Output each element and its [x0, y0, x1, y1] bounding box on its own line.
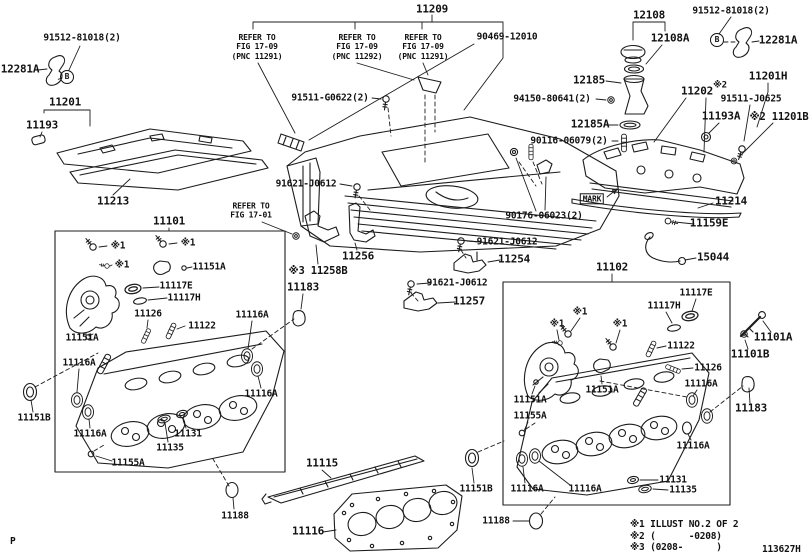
part-label-90469-12010: 90469-12010	[476, 31, 538, 43]
part-label-91512-81018-2: 91512-81018(2)	[692, 5, 770, 17]
part-label-11151a: 11151A	[585, 384, 619, 396]
part-label-11116: 11116	[291, 524, 325, 538]
center-brackets-art	[261, 202, 501, 327]
part-label-11101: 11101	[152, 214, 186, 228]
part-label-11126: 11126	[134, 308, 162, 320]
part-label-11126: 11126	[694, 362, 722, 374]
part-label-1: ※1	[110, 240, 126, 252]
part-label-11117e: 11117E	[679, 287, 713, 299]
part-label-11151a: 11151A	[65, 332, 99, 344]
part-label-1: ※1	[572, 306, 588, 318]
refer-note-4: REFER TO FIG 17-01	[230, 201, 272, 220]
head-gaskets-art	[261, 455, 463, 552]
part-label-3-11258b: ※3 11258B	[288, 264, 348, 277]
refer-note-2: REFER TO FIG 17-09 (PNC 11292)	[331, 32, 383, 61]
part-label-11193: 11193	[25, 118, 59, 132]
part-label-11122: 11122	[188, 320, 216, 332]
circled-b-marker-left: B	[60, 70, 74, 84]
part-label-11213: 11213	[96, 194, 130, 208]
part-label-11188: 11188	[221, 510, 249, 522]
part-label-91512-81018-2: 91512-81018(2)	[43, 32, 121, 44]
part-label-11183: 11183	[734, 401, 768, 415]
part-label-11117e: 11117E	[159, 280, 193, 292]
cylinder-head-right-art	[464, 273, 772, 530]
legend-note-1: ※1 ILLUST NO.2 OF 2	[630, 519, 739, 530]
part-label-1: ※1	[549, 318, 565, 330]
part-label-11101a: 11101A	[753, 330, 793, 344]
part-label-11201: 11201	[48, 95, 82, 109]
part-label-11193a: 11193A	[701, 109, 741, 123]
part-label-11116a: 11116A	[510, 483, 544, 495]
part-label-2-11201b: ※2 11201B	[749, 110, 809, 123]
part-label-12108a: 12108A	[650, 31, 690, 45]
legend-note-2: ※2 ( -0208)	[630, 530, 722, 542]
diagram-code: 113627H	[762, 544, 801, 555]
part-label-11183: 11183	[286, 280, 320, 294]
part-label-11131: 11131	[174, 428, 202, 440]
part-label-11188: 11188	[482, 515, 510, 527]
valve-cover-left-art	[31, 109, 269, 196]
part-label-15044: 15044	[696, 250, 730, 264]
part-label-12185: 12185	[572, 73, 606, 87]
part-label-91511-j0625: 91511-J0625	[720, 93, 782, 105]
part-label-12281a: 12281A	[0, 62, 40, 76]
part-label-11151a: 11151A	[513, 394, 547, 406]
part-label-11116a: 11116A	[73, 428, 107, 440]
part-label-11151a: 11151A	[192, 261, 226, 273]
part-label-11256: 11256	[341, 249, 375, 263]
part-label-11101b: 11101B	[730, 347, 770, 361]
part-label-91621-j0612: 91621-J0612	[426, 277, 488, 289]
bracket-12281a-left-art	[37, 45, 81, 86]
part-label-11151b: 11151B	[17, 412, 51, 424]
mark-stamp-label: MARK	[579, 193, 605, 205]
part-label-11116a: 11116A	[684, 378, 718, 390]
part-label-11201h: 11201H	[748, 69, 788, 83]
engine-cover-art	[252, 14, 620, 253]
part-label-12108: 12108	[632, 8, 666, 22]
part-label-11116a: 11116A	[676, 440, 710, 452]
part-label-11116a: 11116A	[62, 357, 96, 369]
part-label-11151b: 11151B	[459, 483, 493, 495]
part-label-11202: 11202	[680, 84, 714, 98]
circled-b-marker-right: B	[710, 33, 724, 47]
part-label-11155a: 11155A	[111, 457, 145, 469]
part-label-90116-06079-2: 90116-06079(2)	[530, 135, 608, 147]
part-label-91621-j0612: 91621-J0612	[275, 178, 337, 190]
part-label-91621-j0612: 91621-J0612	[476, 236, 538, 248]
part-label-11116a: 11116A	[235, 309, 269, 321]
part-label-1: ※1	[612, 318, 628, 330]
part-label-11209: 11209	[415, 2, 449, 16]
legend-note-3: ※3 (0208- )	[630, 542, 722, 553]
part-label-11254: 11254	[497, 252, 531, 266]
part-label-12185a: 12185A	[570, 117, 610, 131]
part-label-11257: 11257	[452, 294, 486, 308]
part-label-90176-06023-2: 90176-06023(2)	[505, 210, 583, 222]
valve-cover-right-art	[509, 16, 774, 266]
part-label-11117h: 11117H	[167, 292, 201, 304]
oil-filler-cap-art	[528, 21, 666, 185]
part-label-11159e: 11159E	[689, 216, 729, 230]
part-label-2: ※2	[713, 80, 727, 91]
part-label-11155a: 11155A	[513, 410, 547, 422]
part-label-91511-g0622-2: 91511-G0622(2)	[291, 92, 369, 104]
part-label-94150-80641-2: 94150-80641(2)	[513, 93, 591, 105]
part-label-11131: 11131	[659, 474, 687, 486]
cylinder-head-left-art	[22, 227, 295, 510]
part-label-1: ※1	[180, 237, 196, 249]
part-label-11117h: 11117H	[647, 300, 681, 312]
part-label-11102: 11102	[595, 260, 629, 274]
part-label-11135: 11135	[156, 442, 184, 454]
part-label-11135: 11135	[669, 484, 697, 496]
part-label-11115: 11115	[305, 456, 339, 470]
page-code: P	[10, 536, 16, 547]
part-label-12281a: 12281A	[758, 33, 798, 47]
part-label-11116a: 11116A	[244, 388, 278, 400]
part-label-11214: 11214	[714, 194, 748, 208]
part-label-1: ※1	[114, 259, 130, 271]
refer-note-3: REFER TO FIG 17-09 (PNC 11291)	[397, 32, 449, 61]
part-label-11116a: 11116A	[568, 483, 602, 495]
refer-note-1: REFER TO FIG 17-09 (PNC 11291)	[231, 32, 283, 61]
part-label-11122: 11122	[667, 340, 695, 352]
